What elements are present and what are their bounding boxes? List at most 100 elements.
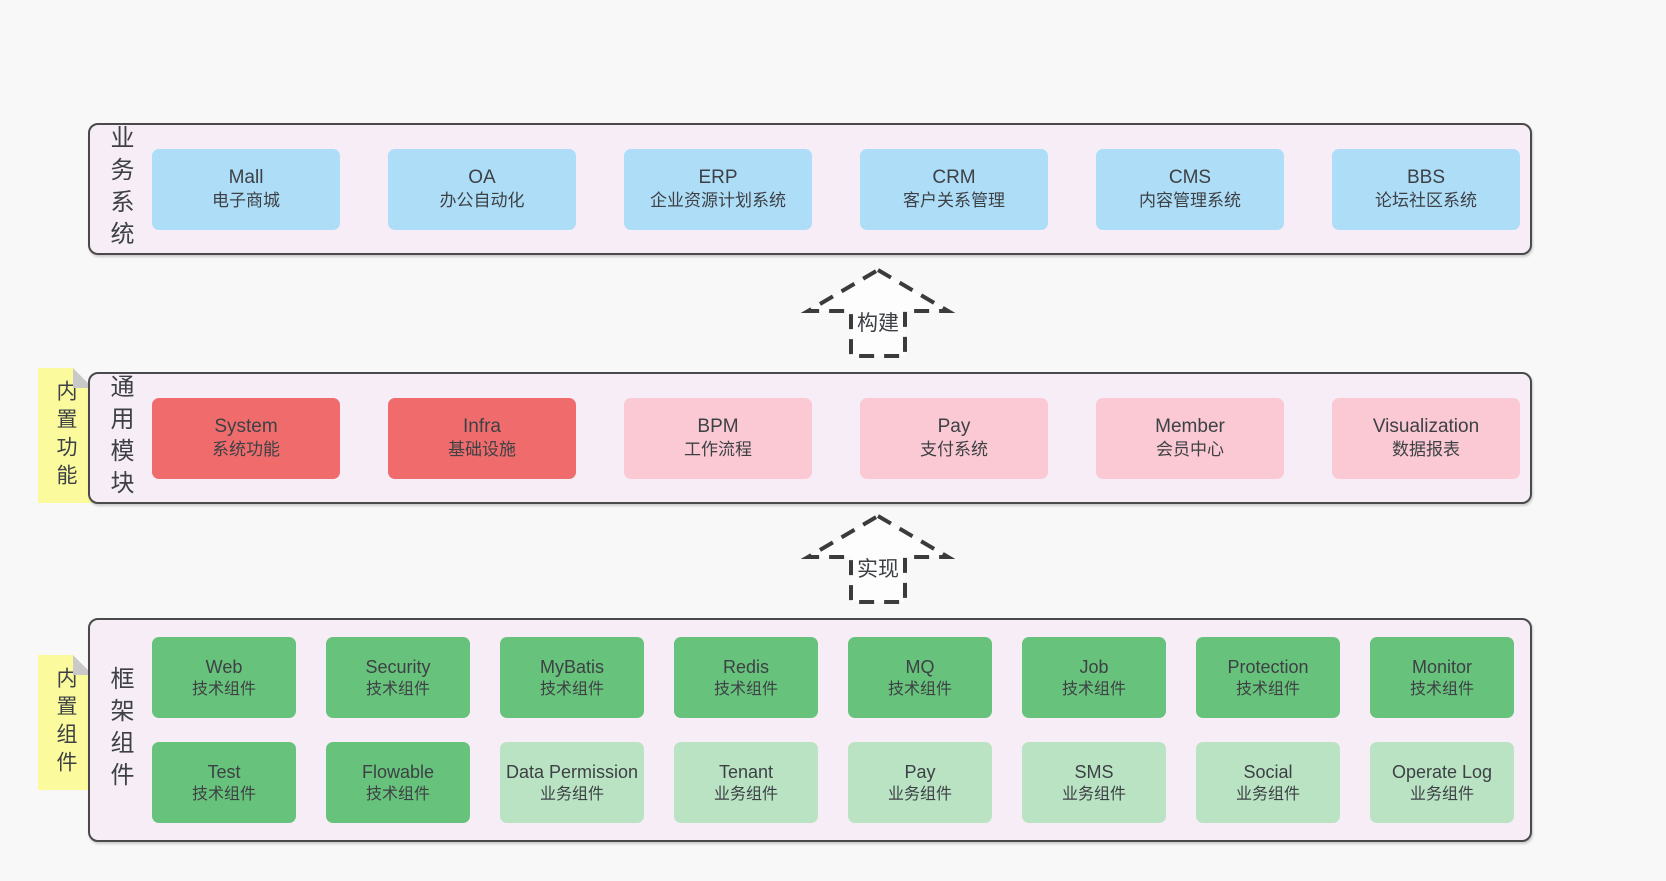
box-row: Mall 电子商城 OA 办公自动化 ERP 企业资源计划系统 CRM 客户关系… — [152, 148, 1530, 230]
box-subtitle: 业务组件 — [539, 785, 604, 803]
box-title: CMS — [1168, 166, 1212, 188]
box-subtitle: 工作流程 — [684, 440, 752, 460]
box-subtitle: 论坛社区系统 — [1375, 191, 1477, 211]
band-framework-components: 框架组件 Web 技术组件 Security 技术组件 MyBatis 技术组件… — [88, 618, 1532, 842]
box-title: Flowable — [361, 761, 435, 782]
box-operate-log: Operate Log 业务组件 — [1370, 742, 1514, 823]
box-title: Pay — [937, 415, 971, 437]
box-subtitle: 技术组件 — [1235, 680, 1300, 698]
box-sms: SMS 业务组件 — [1022, 742, 1166, 823]
box-pay-system: Pay 支付系统 — [860, 397, 1048, 479]
box-title: Monitor — [1411, 656, 1473, 677]
band-business-systems: 业务系统 Mall 电子商城 OA 办公自动化 ERP 企业资源计划系统 CRM — [88, 123, 1532, 255]
box-title: ERP — [698, 166, 738, 188]
box-erp: ERP 企业资源计划系统 — [624, 148, 812, 230]
band-label-text: 通用模块 — [106, 374, 133, 502]
box-data-permission: Data Permission 业务组件 — [500, 742, 644, 823]
box-title: MQ — [905, 656, 935, 677]
box-title: Protection — [1227, 656, 1309, 677]
band-label: 框架组件 — [90, 620, 148, 840]
box-title: Tenant — [718, 761, 774, 782]
box-subtitle: 业务组件 — [1235, 785, 1300, 803]
band-boxes-area: Mall 电子商城 OA 办公自动化 ERP 企业资源计划系统 CRM 客户关系… — [148, 125, 1530, 253]
box-title: Mall — [228, 166, 264, 188]
box-member: Member 会员中心 — [1096, 397, 1284, 479]
box-title: Member — [1155, 415, 1225, 437]
box-title: Operate Log — [1391, 761, 1493, 782]
box-row: Web 技术组件 Security 技术组件 MyBatis 技术组件 Redi… — [152, 637, 1530, 718]
box-subtitle: 企业资源计划系统 — [650, 191, 786, 211]
box-protection: Protection 技术组件 — [1196, 637, 1340, 718]
arrow-label: 实现 — [857, 558, 899, 581]
arrow-up-icon — [800, 513, 956, 604]
box-flowable: Flowable 技术组件 — [326, 742, 470, 823]
arrow-up-icon — [800, 267, 956, 358]
box-visualization: Visualization 数据报表 — [1332, 397, 1520, 479]
band-label-text: 框架组件 — [106, 666, 133, 794]
box-job: Job 技术组件 — [1022, 637, 1166, 718]
arrow-build: 构建 — [800, 267, 956, 358]
band-boxes-area: System 系统功能 Infra 基础设施 BPM 工作流程 Pay 支付系统… — [148, 374, 1530, 502]
box-subtitle: 业务组件 — [713, 785, 778, 803]
box-infra: Infra 基础设施 — [388, 397, 576, 479]
box-subtitle: 业务组件 — [1061, 785, 1126, 803]
box-web: Web 技术组件 — [152, 637, 296, 718]
box-title: Infra — [462, 415, 502, 437]
band-common-modules: 通用模块 System 系统功能 Infra 基础设施 BPM 工作流程 Pay — [88, 372, 1532, 504]
box-subtitle: 客户关系管理 — [903, 191, 1005, 211]
box-mall: Mall 电子商城 — [152, 148, 340, 230]
box-social: Social 业务组件 — [1196, 742, 1340, 823]
box-subtitle: 技术组件 — [191, 785, 256, 803]
box-title: Data Permission — [505, 761, 639, 782]
box-bbs: BBS 论坛社区系统 — [1332, 148, 1520, 230]
arrow-label: 构建 — [857, 312, 899, 335]
sticky-note-built-in-components: 内置组件 — [38, 655, 93, 790]
box-title: Pay — [904, 761, 936, 782]
box-subtitle: 业务组件 — [887, 785, 952, 803]
box-subtitle: 技术组件 — [887, 680, 952, 698]
box-system: System 系统功能 — [152, 397, 340, 479]
box-title: BBS — [1406, 166, 1446, 188]
box-oa: OA 办公自动化 — [388, 148, 576, 230]
box-redis: Redis 技术组件 — [674, 637, 818, 718]
box-subtitle: 技术组件 — [365, 680, 430, 698]
box-subtitle: 技术组件 — [539, 680, 604, 698]
box-subtitle: 系统功能 — [212, 440, 280, 460]
box-title: Web — [205, 656, 243, 677]
box-subtitle: 办公自动化 — [439, 191, 525, 211]
box-tenant: Tenant 业务组件 — [674, 742, 818, 823]
sticky-note-label: 内置组件 — [54, 666, 77, 779]
box-title: OA — [468, 166, 496, 188]
box-bpm: BPM 工作流程 — [624, 397, 812, 479]
box-title: Test — [207, 761, 241, 782]
band-boxes-area: Web 技术组件 Security 技术组件 MyBatis 技术组件 Redi… — [148, 620, 1530, 840]
box-mybatis: MyBatis 技术组件 — [500, 637, 644, 718]
box-subtitle: 技术组件 — [713, 680, 778, 698]
box-subtitle: 技术组件 — [1061, 680, 1126, 698]
band-label-text: 业务系统 — [106, 125, 133, 253]
box-title: CRM — [932, 166, 976, 188]
box-row: Test 技术组件 Flowable 技术组件 Data Permission … — [152, 742, 1530, 823]
box-title: SMS — [1074, 761, 1114, 782]
box-title: BPM — [697, 415, 739, 437]
box-title: System — [214, 415, 278, 437]
sticky-note-built-in-features: 内置功能 — [38, 368, 93, 503]
box-subtitle: 数据报表 — [1392, 440, 1460, 460]
box-subtitle: 电子商城 — [212, 191, 280, 211]
box-title: Job — [1079, 656, 1109, 677]
box-title: MyBatis — [539, 656, 604, 677]
box-cms: CMS 内容管理系统 — [1096, 148, 1284, 230]
box-title: Social — [1243, 761, 1293, 782]
box-pay-component: Pay 业务组件 — [848, 742, 992, 823]
arrow-implement: 实现 — [800, 513, 956, 604]
box-subtitle: 技术组件 — [1409, 680, 1474, 698]
box-subtitle: 技术组件 — [365, 785, 430, 803]
box-title: Security — [365, 656, 431, 677]
box-title: Visualization — [1372, 415, 1480, 437]
box-crm: CRM 客户关系管理 — [860, 148, 1048, 230]
box-title: Redis — [722, 656, 770, 677]
band-label: 通用模块 — [90, 374, 148, 502]
box-subtitle: 内容管理系统 — [1139, 191, 1241, 211]
box-subtitle: 支付系统 — [920, 440, 988, 460]
